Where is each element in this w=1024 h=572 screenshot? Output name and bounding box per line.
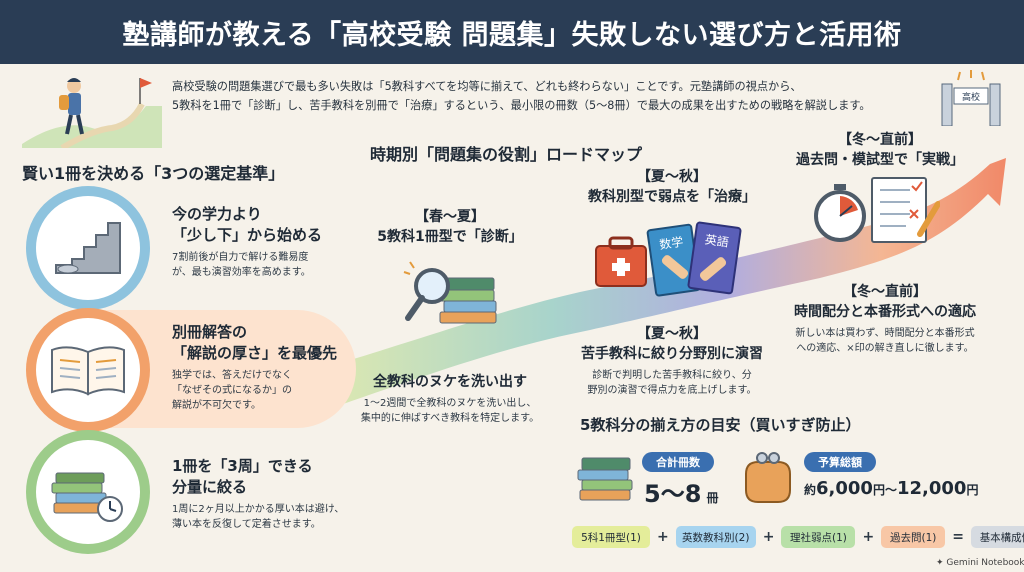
phase-winter-header: 【冬～直前】 過去問・模試型で「実戦」 (790, 130, 970, 170)
school-sign-text: 高校 (962, 91, 980, 103)
budget-prefix: 約 (804, 483, 817, 497)
phase-spring-desc-line1: 1～2週間で全教科のヌケを洗い出し、 (363, 398, 537, 409)
phase-winter-subtitle: 時間配分と本番形式への適応 (794, 304, 976, 320)
phase-winter-desc-line2: への適応、×印の解き直しに徹します。 (796, 343, 974, 354)
stairs-icon (55, 222, 121, 274)
stopwatch-test-icon (814, 177, 940, 243)
budget-label-badge: 予算総額 (804, 452, 876, 472)
chip-all-in-one: 5科1冊型(1) (572, 526, 650, 548)
criterion-1-text: 今の学力より 「少し下」から始める 7割前後が自力で解ける難易度 が、最も演習効… (172, 204, 322, 280)
criterion-2-title-line2: 「解説の厚さ」を最優先 (172, 344, 338, 362)
phase-summer-desc-line1: 診断で判明した苦手教科に絞り、分 (592, 370, 752, 381)
chip-basic-set: 基本構成例 (970, 526, 1024, 548)
criterion-3-circle (26, 430, 150, 554)
criterion-2-title-line1: 別冊解答の (172, 323, 248, 341)
book-stack-icon (577, 457, 633, 501)
phase-spring-desc-line2: 集中的に伸ばすべき教科を特定します。 (360, 413, 540, 424)
intro-line-2: 5教科を1冊で「診断」し、苦手教科を別冊で「治療」するという、最小限の冊数（5～… (172, 99, 871, 112)
phase-spring-label: 【春～夏】 (415, 209, 485, 225)
phase-summer-title: 教科別型で弱点を「治療」 (588, 189, 756, 205)
criterion-2-desc-line2: 「なぜその式になるか」の (172, 385, 292, 396)
criterion-2-text: 別冊解答の 「解説の厚さ」を最優先 独学では、答えだけでなく 「なぜその式になる… (172, 322, 337, 413)
magnifier-books-icon (403, 261, 497, 324)
composition-row: 5科1冊型(1) + 英数教科別(2) + 理社弱点(1) + 過去問(1) =… (572, 526, 1024, 548)
open-book-icon (51, 346, 125, 396)
phase-summer-subtitle: 苦手教科に絞り分野別に演習 (581, 346, 763, 362)
criteria-title: 賢い1冊を決める「3つの選定基準」 (22, 164, 285, 183)
count-label-badge: 合計冊数 (642, 452, 714, 472)
budget-low: 6,000 (816, 478, 873, 499)
criterion-3-text: 1冊を「3周」できる 分量に絞る 1周に2ヶ月以上かかる厚い本は避け、 薄い本を… (172, 456, 344, 532)
phase-winter-desc-line1: 新しい本は買わず、時間配分と本番形式 (795, 328, 975, 339)
phase-summer-desc-line2: 野別の演習で得点力を底上げします。 (587, 385, 757, 396)
count-value: 5～8 冊 (644, 474, 719, 509)
criterion-3-desc-line2: 薄い本を反復して定着させます。 (172, 519, 321, 530)
phase-spring-subtitle: 全教科のヌケを洗い出す (373, 374, 527, 390)
criterion-1-title-line2: 「少し下」から始める (172, 226, 323, 244)
budget-high: 12,000 (896, 478, 967, 499)
roadmap-title: 時期別「問題集の役割」ロードマップ (370, 145, 643, 164)
chip-eng-math: 英数教科別(2) (675, 526, 756, 548)
phase-spring-title: 5教科1冊型で「診断」 (377, 229, 523, 245)
intro-text: 高校受験の問題集選びで最も多い失敗は「5教科すべてを均等に揃えて、どれも終わらな… (172, 77, 892, 115)
op-plus-2: + (762, 529, 775, 545)
footer-brand-label: Gemini Notebook (946, 558, 1024, 568)
phase-spring-body: 全教科のヌケを洗い出す 1～2週間で全教科のヌケを洗い出し、 集中的に伸ばすべき… (350, 372, 550, 426)
criterion-3-title-line1: 1冊を「3周」できる (172, 457, 313, 475)
wallet-icon (745, 452, 791, 503)
budget-title: 5教科分の揃え方の目安（買いすぎ防止） (580, 416, 861, 434)
book-stack-clock-icon (51, 472, 123, 522)
criterion-1-circle (26, 186, 150, 310)
footer-brand: ✦ Gemini Notebook (936, 558, 1024, 568)
criterion-1-title-line1: 今の学力より (172, 205, 262, 223)
budget-value: 約6,000円～12,000円 (804, 478, 978, 499)
phase-summer-header: 【夏～秋】 教科別型で弱点を「治療」 (582, 167, 762, 207)
budget-unit: 円 (966, 483, 979, 497)
school-icon: 高校 (941, 70, 1001, 126)
criterion-2-circle (26, 308, 150, 432)
phase-summer-body: 【夏～秋】 苦手教科に絞り分野別に演習 診断で判明した苦手教科に絞り、分 野別の… (562, 324, 782, 398)
page-header: 塾講師が教える「高校受験 問題集」失敗しない選び方と活用術 (0, 0, 1024, 64)
count-unit: 冊 (706, 491, 719, 505)
phase-winter-label-2: 【冬～直前】 (843, 284, 927, 300)
sparkle-icon: ✦ (936, 558, 944, 568)
phase-winter-body: 【冬～直前】 時間配分と本番形式への適応 新しい本は買わず、時間配分と本番形式 … (780, 282, 990, 356)
chip-sci-soc: 理社弱点(1) (781, 526, 856, 548)
hiker-illustration (22, 78, 162, 148)
phase-spring-header: 【春～夏】 5教科1冊型で「診断」 (370, 207, 530, 247)
op-plus-3: + (862, 529, 875, 545)
math-book-label: 数学 (658, 234, 684, 252)
criterion-3-title-line2: 分量に絞る (172, 478, 248, 496)
english-book-label: 英語 (704, 231, 730, 249)
criterion-1-desc-line1: 7割前後が自力で解ける難易度 (172, 252, 309, 263)
criterion-3-desc-line1: 1周に2ヶ月以上かかる厚い本は避け、 (172, 504, 345, 515)
intro-line-1: 高校受験の問題集選びで最も多い失敗は「5教科すべてを均等に揃えて、どれも終わらな… (172, 80, 802, 93)
phase-summer-label: 【夏～秋】 (637, 169, 707, 185)
page-title: 塾講師が教える「高校受験 問題集」失敗しない選び方と活用術 (122, 19, 902, 51)
chip-past-exams: 過去問(1) (881, 526, 946, 548)
op-plus-1: + (657, 529, 669, 545)
first-aid-books-icon: 数学 英語 (595, 221, 742, 297)
phase-winter-label: 【冬～直前】 (838, 132, 922, 148)
criterion-1-desc-line2: が、最も演習効率を高めます。 (172, 267, 311, 278)
criterion-2-desc-line3: 解説が不可欠です。 (172, 400, 261, 411)
budget-separator: 円～ (872, 483, 897, 497)
op-equals: = (952, 529, 964, 545)
count-number: 5～8 (644, 480, 702, 508)
phase-winter-title: 過去問・模試型で「実戦」 (796, 152, 964, 168)
criterion-2-desc-line1: 独学では、答えだけでなく (172, 370, 292, 381)
phase-summer-label-2: 【夏～秋】 (637, 326, 707, 342)
